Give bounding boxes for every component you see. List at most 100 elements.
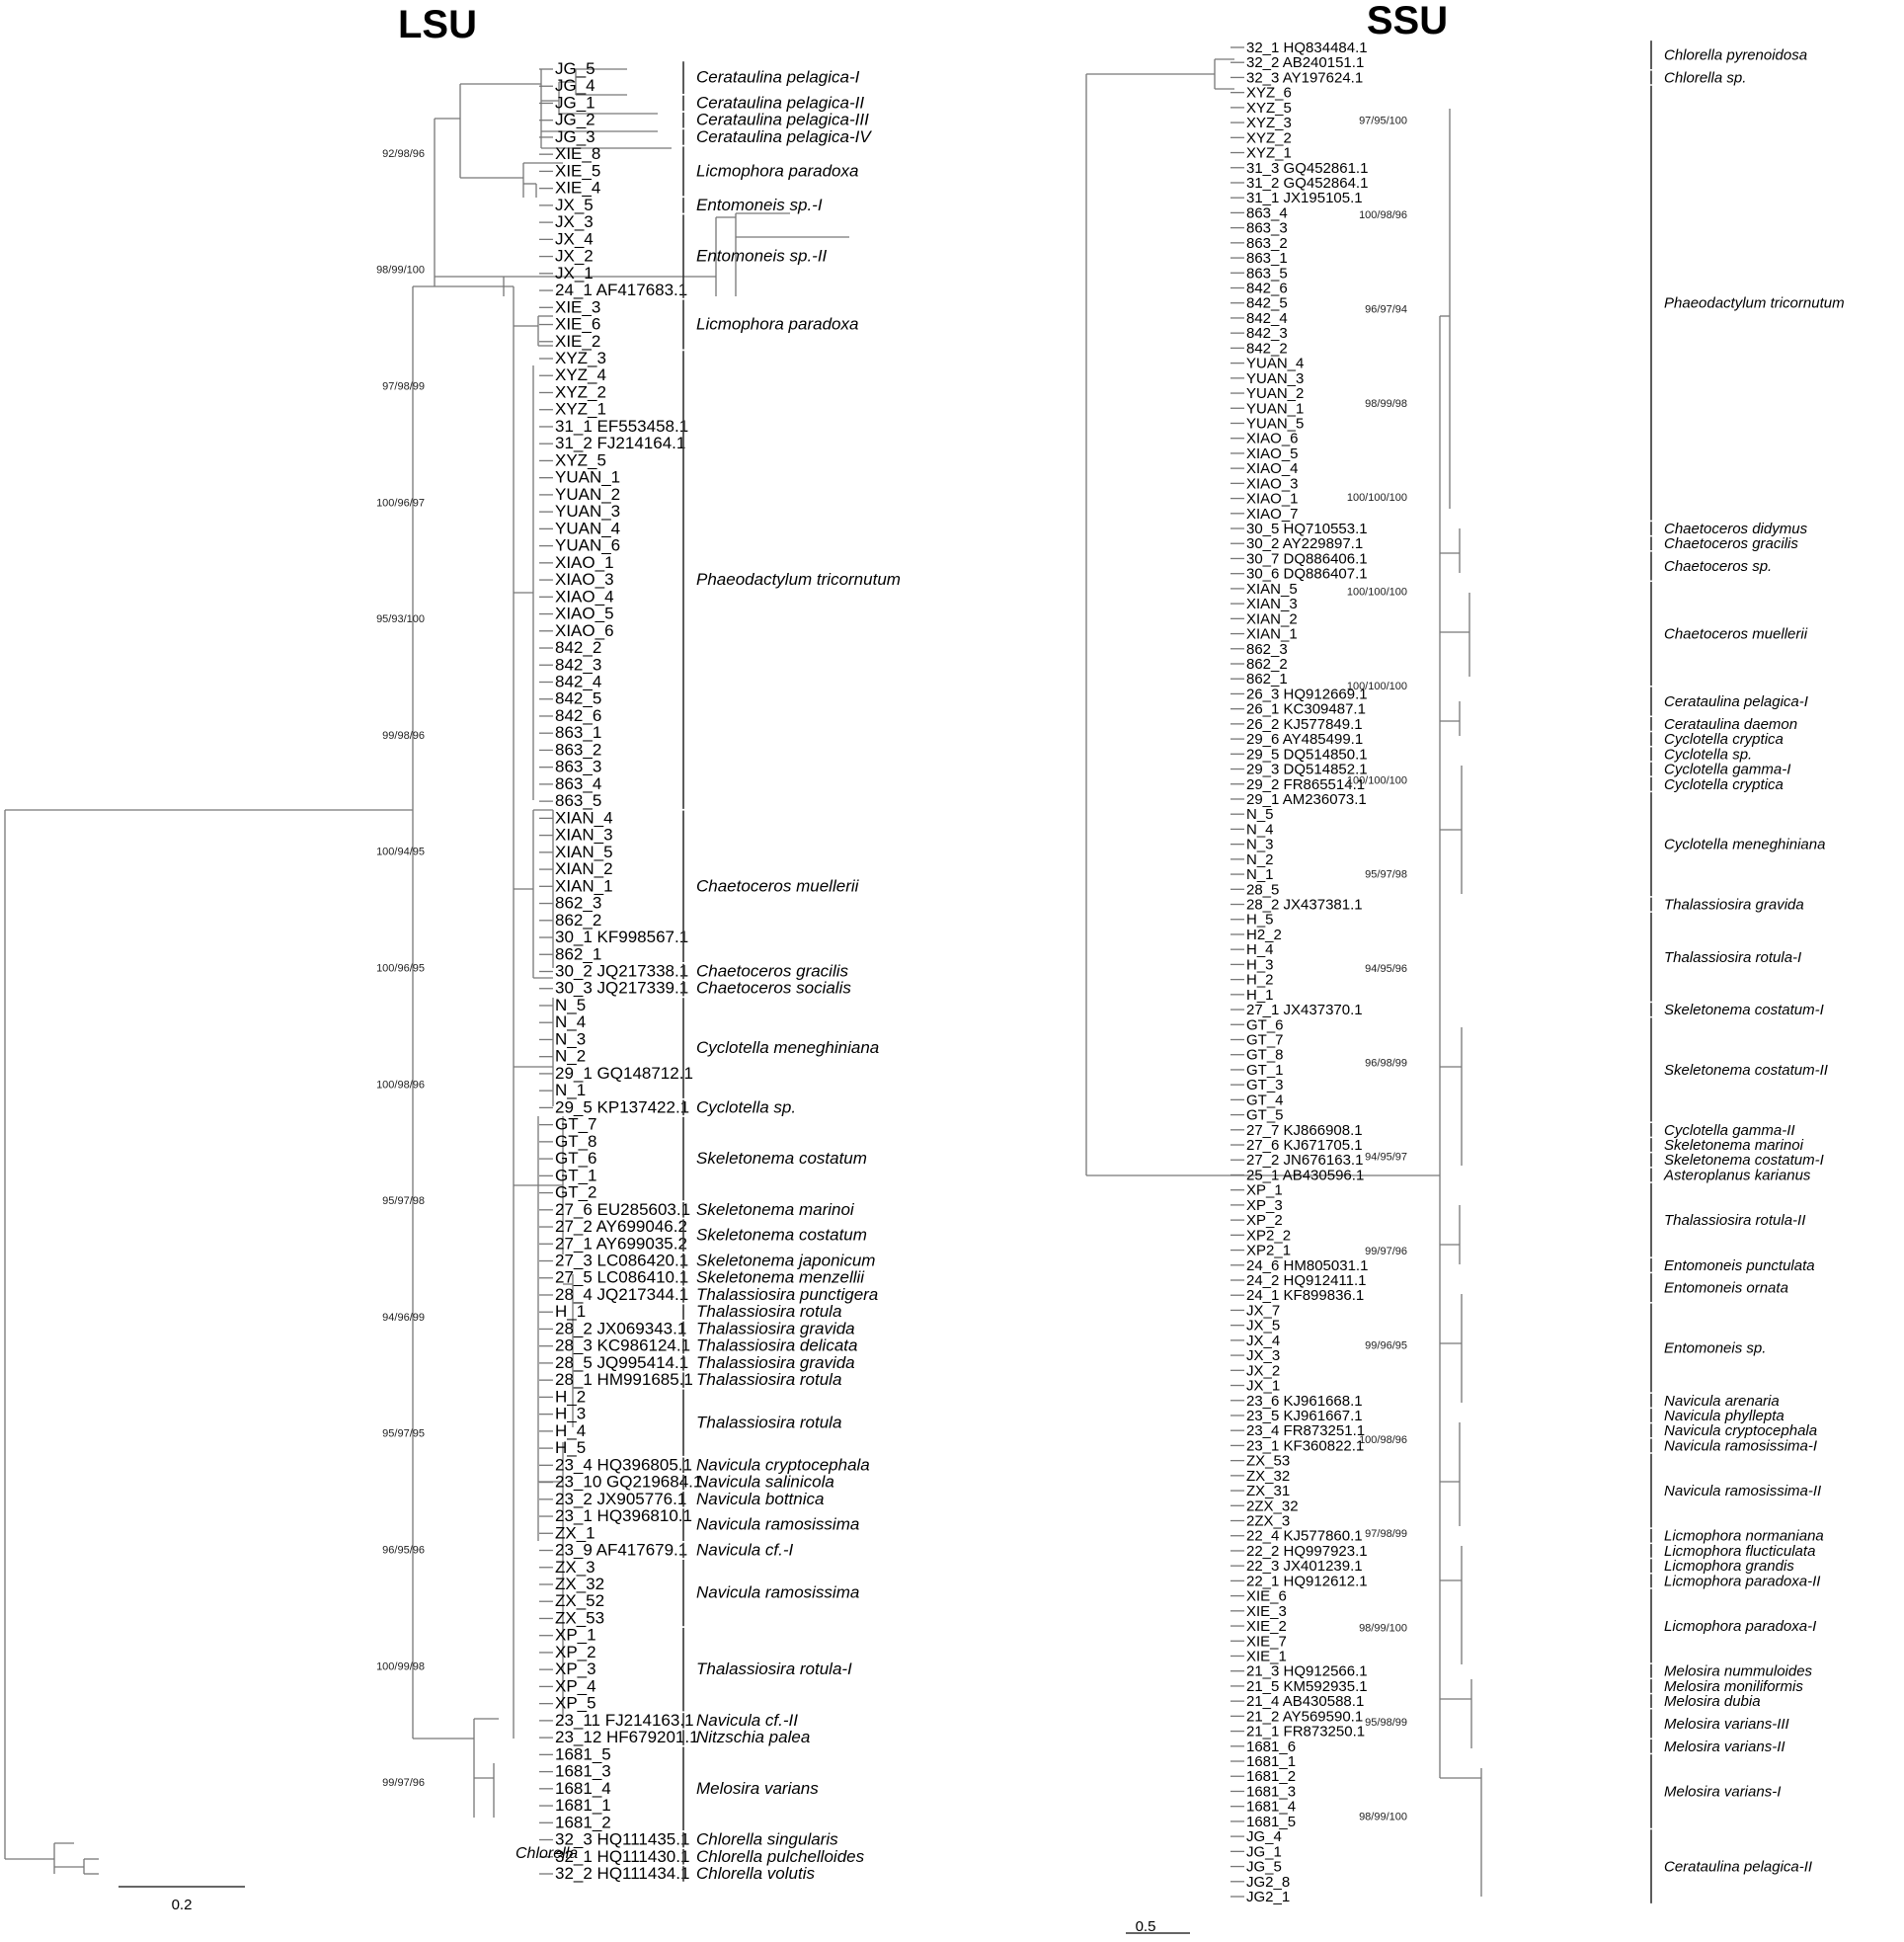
lsu-taxon-label: Cerataulina pelagica-I [696,68,860,87]
ssu-taxon-label: Asteroplanus karianus [1663,1167,1811,1183]
lsu-taxon-label: Skeletonema japonicum [696,1252,875,1270]
ssu-leaf-label: 31_2 GQ452864.1 [1246,175,1368,192]
ssu-support-value: 98/99/100 [1359,1811,1407,1822]
ssu-leaf-label: 862_1 [1246,671,1288,688]
lsu-leaf-label: 28_4 JQ217344.1 [555,1285,688,1304]
ssu-leaf-label: YUAN_1 [1246,400,1304,417]
lsu-support-value: 100/99/98 [376,1660,425,1672]
ssu-support-value: 100/100/100 [1347,774,1407,786]
lsu-taxon-label: Thalassiosira punctigera [696,1285,878,1304]
lsu-leaf-label: 30_3 JQ217339.1 [555,979,688,998]
lsu-leaf-label: 27_5 LC086410.1 [555,1268,688,1287]
ssu-leaf-label: N_5 [1246,806,1274,823]
lsu-leaf-label: 23_12 HF679201.1 [555,1728,699,1746]
lsu-taxon-label: Navicula ramosissima [696,1515,859,1534]
ssu-leaf-label: 2ZX_3 [1246,1513,1290,1530]
ssu-leaf-label: YUAN_2 [1246,385,1304,402]
lsu-leaf-label: 863_1 [555,723,601,742]
lsu-taxon-label: Navicula salinicola [696,1473,834,1492]
ssu-leaf-label: GT_6 [1246,1016,1284,1033]
ssu-taxon-label: Skeletonema costatum-I [1664,1152,1824,1169]
ssu-support-value: 94/95/97 [1365,1152,1407,1164]
lsu-leaf-label: JX_4 [555,229,594,248]
lsu-leaf-label: XIAN_4 [555,808,613,827]
lsu-support-value: 98/99/100 [376,265,425,277]
ssu-leaf-label: 30_5 HQ710553.1 [1246,521,1368,537]
ssu-leaf-label: H_4 [1246,941,1274,958]
ssu-support-value: 97/95/100 [1359,116,1407,127]
lsu-leaf-label: XP_2 [555,1643,596,1661]
lsu-leaf-label: JG_3 [555,127,595,146]
ssu-taxon-label: Skeletonema marinoi [1664,1137,1804,1154]
lsu-leaf-label: YUAN_2 [555,485,620,504]
ssu-leaf-label: 863_5 [1246,265,1288,282]
ssu-taxon-label: Melosira moniliformis [1664,1678,1803,1695]
lsu-leaf-label: 32_2 HQ111434.1 [555,1864,689,1883]
ssu-taxon-label: Licmophora paradoxa-I [1664,1618,1816,1635]
lsu-leaf-label: H_3 [555,1405,586,1423]
lsu-leaf-label: JX_5 [555,196,594,214]
lsu-leaf-label: 1681_4 [555,1779,611,1798]
lsu-leaf-label: 23_2 JX905776.1 [555,1490,686,1508]
lsu-leaf-label: XIE_5 [555,161,600,180]
ssu-leaf-label: 842_3 [1246,325,1288,342]
lsu-support-values: 92/98/9698/99/10097/98/99100/96/9795/93/… [376,148,425,1789]
ssu-support-value: 99/97/96 [1365,1246,1407,1257]
ssu-leaf-label: 29_1 AM236073.1 [1246,791,1367,808]
lsu-leaf-label: 842_4 [555,672,601,690]
ssu-leaf-label: 1681_1 [1246,1753,1296,1770]
lsu-branches [4,68,849,1875]
ssu-taxon-label: Cyclotella cryptica [1664,731,1784,748]
lsu-leaf-label: 863_4 [555,774,601,793]
ssu-leaf-label: 24_6 HM805031.1 [1246,1257,1368,1274]
lsu-leaf-label: ZX_32 [555,1575,604,1593]
lsu-leaf-label: N_2 [555,1047,586,1066]
lsu-panel: LSU [4,3,901,1913]
lsu-leaf-label: XYZ_1 [555,400,606,419]
lsu-leaf-label: XIAO_5 [555,605,614,623]
ssu-leaf-label: XIAN_3 [1246,596,1298,612]
ssu-leaf-label: 862_2 [1246,656,1288,673]
ssu-leaf-label: 22_4 KJ577860.1 [1246,1528,1363,1545]
lsu-leaf-label: GT_6 [555,1149,597,1168]
lsu-leaf-label: 863_3 [555,758,601,776]
ssu-taxon-label: Cyclotella sp. [1664,746,1752,763]
ssu-leaf-label: 26_1 KC309487.1 [1246,701,1366,718]
ssu-leaf-label: ZX_32 [1246,1468,1290,1485]
lsu-leaf-label: YUAN_4 [555,519,620,537]
lsu-leaf-label: H_1 [555,1302,586,1321]
ssu-leaf-label: JX_5 [1246,1318,1280,1335]
ssu-leaf-label: XIE_2 [1246,1618,1287,1635]
ssu-leaf-label: ZX_53 [1246,1453,1290,1470]
ssu-leaf-label: N_3 [1246,837,1274,853]
ssu-leaf-label: 1681_2 [1246,1768,1296,1785]
lsu-leaf-label: XIE_4 [555,179,600,198]
ssu-leaf-label: JX_1 [1246,1378,1280,1395]
lsu-taxon-label: Navicula cf.-I [696,1541,794,1560]
ssu-taxon-label: Cyclotella gamma-I [1664,762,1790,778]
ssu-taxon-label: Chaetoceros muellerii [1664,626,1808,643]
ssu-leaf-label: XIAO_1 [1246,491,1299,508]
ssu-leaf-label: XYZ_6 [1246,85,1292,102]
lsu-taxon-label: Cyclotella meneghiniana [696,1038,879,1057]
lsu-leaf-label: ZX_3 [555,1558,595,1577]
ssu-scale-bar: 0.5 [1126,1918,1190,1935]
ssu-taxon-label: Skeletonema costatum-I [1664,1002,1824,1018]
ssu-leaf-label: H_1 [1246,987,1274,1004]
ssu-leaf-label: XIAO_3 [1246,475,1299,492]
lsu-leaf-label: XIE_2 [555,332,600,351]
lsu-leaf-label: JG_4 [555,76,595,95]
lsu-leaf-label: 862_2 [555,911,601,930]
lsu-leaf-label: 1681_3 [555,1762,611,1781]
ssu-leaf-label: H_5 [1246,912,1274,929]
ssu-support-value: 95/98/99 [1365,1717,1407,1729]
ssu-leaf-label: 863_1 [1246,250,1288,267]
ssu-leaf-label: 21_5 KM592935.1 [1246,1678,1368,1695]
lsu-taxon-label: Navicula bottnica [696,1490,824,1508]
ssu-leaf-label: XIE_3 [1246,1603,1287,1620]
ssu-taxon-label: Chaetoceros gracilis [1664,535,1798,552]
lsu-leaf-label: 23_11 FJ214163.1 [555,1711,694,1730]
lsu-taxon-label: Chaetoceros muellerii [696,876,860,895]
lsu-leaf-label: XIAO_3 [555,570,614,589]
ssu-panel: SSU [1085,0,1845,1935]
